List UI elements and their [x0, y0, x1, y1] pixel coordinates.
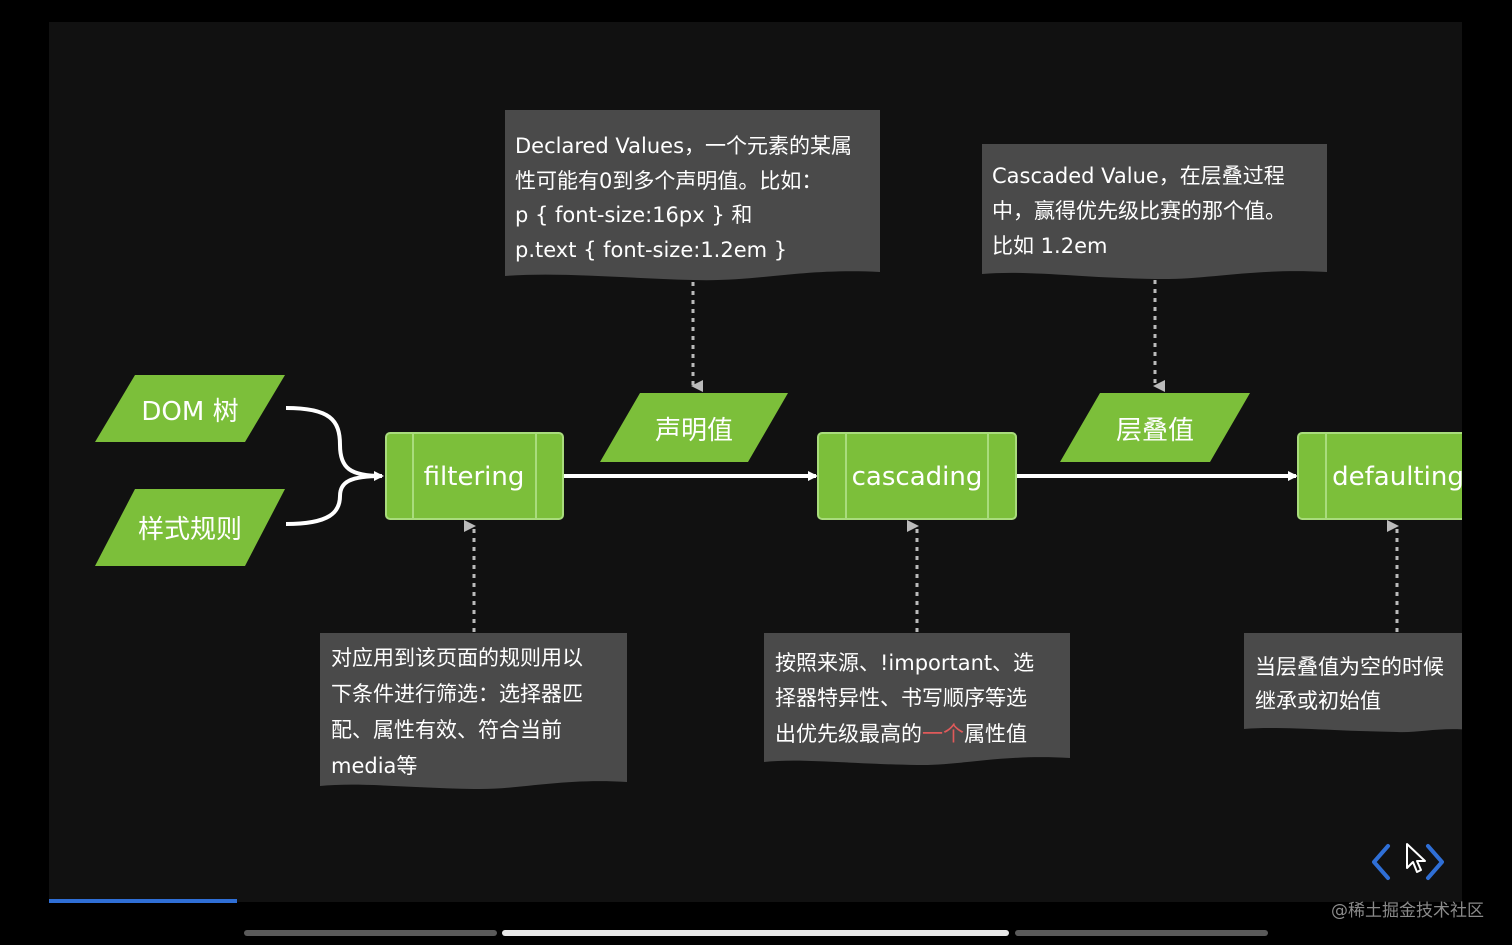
svg-text:中，赢得优先级比赛的那个值。: 中，赢得优先级比赛的那个值。	[992, 199, 1286, 223]
svg-text:media等: media等	[331, 754, 417, 778]
watermark: @稀土掘金技术社区	[1331, 901, 1484, 921]
step-cascading: cascading	[817, 432, 1017, 520]
input-dom-tree-label: DOM 树	[141, 397, 238, 427]
declared-value-shape	[600, 393, 788, 462]
svg-text:配、属性有效、符合当前: 配、属性有效、符合当前	[331, 718, 562, 742]
svg-text:Declared Values，一个元素的某属: Declared Values，一个元素的某属	[515, 134, 852, 158]
input-style-rules-shape	[95, 489, 285, 566]
svg-text:性可能有0到多个声明值。比如：: 性可能有0到多个声明值。比如：	[515, 169, 822, 193]
step-defaulting-label: defaulting	[1332, 462, 1464, 492]
svg-text:择器特异性、书写顺序等选: 择器特异性、书写顺序等选	[775, 686, 1027, 710]
cascaded-value-shape	[1060, 393, 1250, 462]
svg-text:p { font-size:16px } 和: p { font-size:16px } 和	[515, 203, 752, 227]
svg-text:按照来源、!important、选: 按照来源、!important、选	[775, 651, 1034, 675]
cascaded-value-label: 层叠值	[1116, 416, 1194, 446]
input-dom-tree-shape	[95, 375, 285, 442]
note-cascading-line3: 出优先级最高的一个属性值	[775, 722, 1027, 746]
connector-style-to-filtering	[285, 474, 383, 526]
mouse-cursor-icon	[1406, 843, 1426, 873]
svg-text:p.text { font-size:1.2em }: p.text { font-size:1.2em }	[515, 238, 787, 262]
connector-dom-to-filtering	[285, 406, 384, 481]
scrubber-segment[interactable]	[1015, 930, 1268, 936]
note-defaulting: 当层叠值为空的时候 继承或初始值	[1244, 633, 1462, 733]
svg-text:当层叠值为空的时候: 当层叠值为空的时候	[1255, 655, 1444, 679]
note-filtering: 对应用到该页面的规则用以 下条件进行筛选：选择器匹 配、属性有效、符合当前 me…	[320, 633, 627, 790]
svg-text:比如 1.2em: 比如 1.2em	[992, 234, 1107, 258]
step-filtering-label: filtering	[424, 462, 525, 492]
step-defaulting: defaulting	[1297, 432, 1464, 520]
step-filtering: filtering	[385, 432, 564, 520]
note-cascading: 按照来源、!important、选 择器特异性、书写顺序等选 出优先级最高的一个…	[764, 633, 1070, 766]
input-style-rules-label: 样式规则	[138, 515, 242, 545]
slide-progress-bar	[49, 899, 237, 903]
svg-text:下条件进行筛选：选择器匹: 下条件进行筛选：选择器匹	[331, 682, 583, 706]
svg-text:继承或初始值: 继承或初始值	[1255, 689, 1381, 713]
note-declared-values: Declared Values，一个元素的某属 性可能有0到多个声明值。比如： …	[505, 110, 880, 281]
chevron-right-icon[interactable]	[1420, 838, 1450, 886]
declared-value-label: 声明值	[655, 416, 733, 446]
chevron-left-icon[interactable]	[1366, 838, 1396, 886]
svg-text:对应用到该页面的规则用以: 对应用到该页面的规则用以	[331, 646, 583, 670]
scrubber-segment-active[interactable]	[502, 930, 1009, 936]
step-cascading-label: cascading	[852, 462, 983, 492]
scrubber-segment[interactable]	[244, 930, 497, 936]
note-cascaded-value: Cascaded Value，在层叠过程 中，赢得优先级比赛的那个值。 比如 1…	[982, 144, 1327, 280]
svg-text:Cascaded Value，在层叠过程: Cascaded Value，在层叠过程	[992, 164, 1285, 188]
